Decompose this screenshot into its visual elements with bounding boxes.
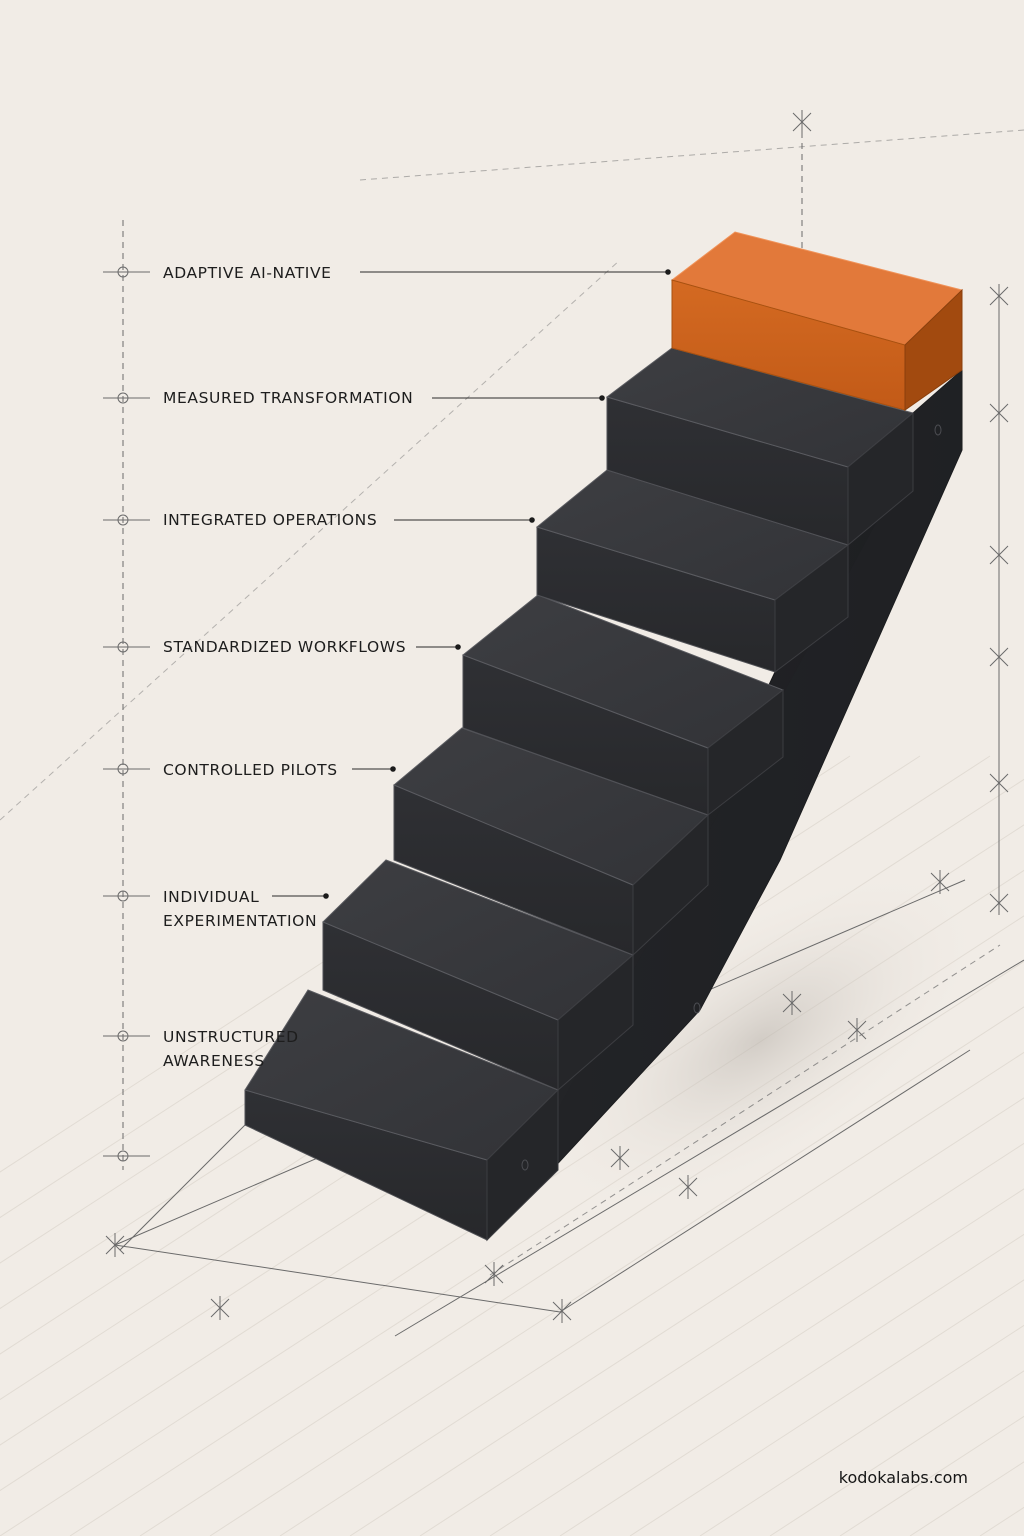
level-label-adaptive-ai-native: ADAPTIVE AI-NATIVE (163, 264, 332, 282)
top-step-highlight (670, 231, 963, 411)
grid-line (489, 1188, 1024, 1536)
base-dimension-line (394, 959, 1024, 1337)
level-label-integrated-operations: INTEGRATED OPERATIONS (163, 511, 378, 529)
diagonal-guide (0, 259, 621, 821)
dimension-tick (847, 1018, 867, 1042)
dimension-tick (678, 1175, 698, 1199)
leader-dot (529, 517, 535, 523)
diagonal-guide (359, 129, 1024, 181)
grid-line (559, 1233, 1024, 1536)
level-label-measured-transformation: MEASURED TRANSFORMATION (163, 389, 414, 407)
dimension-tick (989, 891, 1009, 915)
bolt-detail (521, 1159, 529, 1171)
leader-dot (665, 269, 671, 275)
dimension-tick (484, 1262, 504, 1286)
base-dimension-line (114, 1244, 561, 1313)
grid-line (419, 1142, 1024, 1536)
grid-line (769, 1370, 1024, 1536)
level-label-controlled-pilots: CONTROLLED PILOTS (163, 761, 338, 779)
stair-step-2 (535, 469, 850, 674)
dimension-tick (989, 543, 1009, 567)
stair-step-6 (244, 989, 559, 1242)
dimension-tick (210, 1296, 230, 1320)
level-label-unstructured-awareness: UNSTRUCTURED AWARENESS (163, 1028, 299, 1070)
stair-step-3 (462, 594, 785, 817)
dimension-tick (610, 1146, 630, 1170)
leader-dot (455, 644, 461, 650)
grid-line (349, 1097, 1024, 1536)
dimension-tick (792, 110, 812, 134)
step-side-face (847, 411, 914, 547)
leader-dot (599, 395, 605, 401)
highlight-side-face (904, 288, 963, 411)
dimension-tick (989, 284, 1009, 308)
level-label-standardized-workflows: STANDARDIZED WORKFLOWS (163, 638, 407, 656)
bolt-detail (934, 424, 942, 436)
base-dimension-line (559, 1049, 971, 1313)
dimension-tick (552, 1299, 572, 1323)
dimension-tick (105, 1233, 125, 1257)
dimension-tick (782, 991, 802, 1015)
grid-line (699, 1324, 1024, 1536)
stair-step-1 (605, 347, 915, 547)
dimension-tick (930, 870, 950, 894)
dimension-tick (989, 645, 1009, 669)
base-dimension-line (489, 944, 1001, 1276)
dimension-tick (989, 401, 1009, 425)
grid-line (629, 1279, 1024, 1536)
dimension-tick (989, 771, 1009, 795)
base-dimension-line (119, 1124, 246, 1251)
grid-line (979, 1506, 1024, 1536)
step-side-face (557, 953, 634, 1092)
level-label-individual-experimentation: INDIVIDUAL EXPERIMENTATION (163, 888, 318, 930)
step-side-face (632, 813, 709, 957)
leader-dot (390, 766, 396, 772)
step-side-face (774, 543, 849, 674)
brand-url: kodokalabs.com (838, 1468, 968, 1487)
grid-line (279, 1051, 1024, 1536)
step-side-face (707, 688, 784, 817)
stair-step-4 (393, 727, 709, 957)
bolt-detail (693, 1002, 701, 1014)
leader-dot (323, 893, 329, 899)
